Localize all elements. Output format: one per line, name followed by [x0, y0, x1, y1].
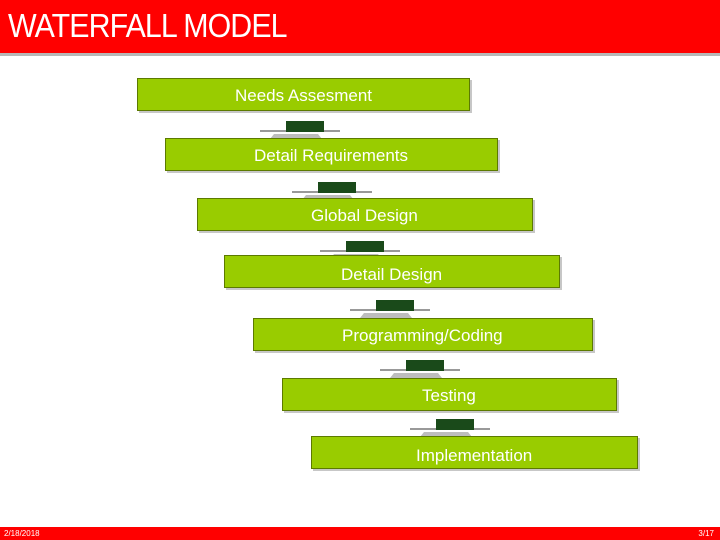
step-global-design: [197, 198, 533, 231]
step-programming-coding: [253, 318, 593, 351]
footer-date: 2/18/2018: [4, 529, 40, 538]
step-label-detail-requirements: Detail Requirements: [254, 146, 409, 165]
step-implementation: [311, 436, 638, 469]
step-needs-assesment: [137, 78, 470, 111]
step-testing: [282, 378, 617, 411]
title-underline: [0, 53, 720, 56]
footer-bar: 2/18/2018 3/17: [0, 527, 720, 540]
step-label-global-design: Global Design: [311, 206, 418, 225]
title-bar: WATERFALL MODEL: [0, 0, 720, 53]
down-connector-4: [350, 300, 430, 318]
down-connector-1: [260, 121, 340, 139]
step-detail-design: [224, 255, 560, 288]
step-label-implementation: Implementation: [416, 446, 533, 465]
down-connector-5: [380, 360, 460, 378]
step-label-detail-design: Detail Design: [341, 265, 443, 284]
down-connector-6: [410, 419, 490, 437]
step-label-needs-assesment: Needs Assesment: [235, 86, 373, 105]
step-detail-requirements: [165, 138, 498, 171]
footer-page-number: 3/17: [698, 529, 714, 538]
step-label-programming-coding: Programming/Coding: [342, 326, 503, 345]
page-title: WATERFALL MODEL: [8, 7, 288, 44]
step-label-testing: Testing: [422, 386, 476, 405]
